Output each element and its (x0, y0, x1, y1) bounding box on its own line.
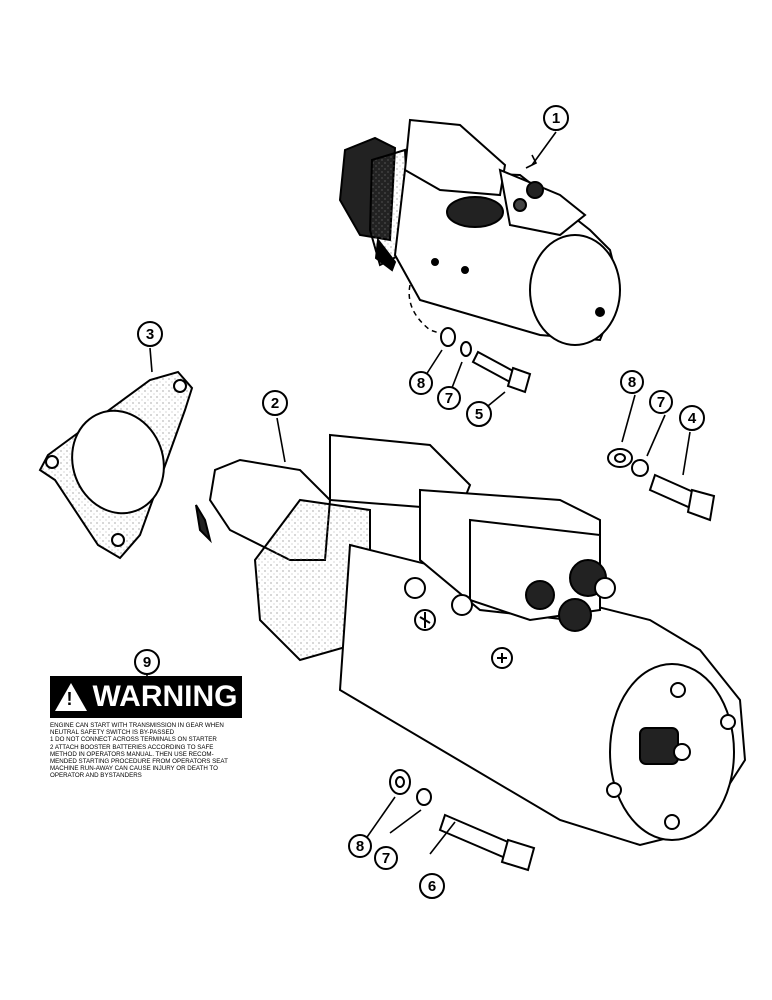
callout-8-top: 8 (409, 371, 433, 395)
warning-banner: ! WARNING (50, 676, 242, 718)
gasket (38, 370, 194, 560)
callout-4: 4 (679, 405, 705, 431)
warning-line: 1 DO NOT CONNECT ACROSS TERMINALS ON STA… (50, 736, 217, 744)
warning-line: ENGINE CAN START WITH TRANSMISSION IN GE… (50, 722, 224, 729)
lockwasher-7-bottom (416, 788, 432, 806)
callout-2-label: 2 (271, 395, 279, 412)
callout-5: 5 (466, 401, 492, 427)
warning-line: MACHINE RUN-AWAY CAN CAUSE INJURY OR DEA… (50, 765, 218, 773)
lockwasher-7-right (631, 459, 649, 477)
callout-8-bottom: 8 (348, 834, 372, 858)
callout-6-label: 6 (428, 878, 436, 895)
hardware-top (440, 327, 532, 394)
callout-5-label: 5 (475, 406, 483, 423)
starter-motor-small (338, 118, 622, 346)
warning-triangle-icon: ! (54, 683, 87, 711)
callout-1: 1 (543, 105, 569, 131)
callout-2: 2 (262, 390, 288, 416)
lockwasher-7-top (460, 341, 472, 357)
warning-line: 2 ATTACH BOOSTER BATTERIES ACCORDING TO … (50, 743, 214, 751)
callout-8-right: 8 (620, 370, 644, 394)
hardware-bottom (389, 769, 536, 872)
callout-7-right: 7 (649, 390, 673, 414)
washer-8-top (440, 327, 456, 347)
callout-4-label: 4 (688, 410, 697, 427)
warning-heading: WARNING (92, 680, 238, 713)
warning-decal: ! WARNING ENGINE CAN START WITH TRANSMIS… (50, 676, 242, 780)
warning-text: ENGINE CAN START WITH TRANSMISSION IN GE… (50, 722, 242, 780)
callout-7-right-label: 7 (657, 394, 665, 411)
bolt-5 (471, 350, 517, 384)
warning-line: METHOD IN OPERATORS MANUAL. THEN USE REC… (50, 750, 214, 758)
callout-7-bottom-label: 7 (382, 850, 390, 867)
callout-6: 6 (419, 873, 445, 899)
hardware-right (607, 448, 716, 522)
warning-line: MENDED STARTING PROCEDURE FROM OPERATORS… (50, 758, 228, 766)
callout-3-label: 3 (146, 326, 154, 343)
callout-8-bottom-label: 8 (356, 838, 364, 855)
callout-7-top: 7 (437, 386, 461, 410)
callout-9-label: 9 (143, 654, 151, 671)
starter-motor-large (195, 433, 747, 847)
callout-1-label: 1 (552, 110, 560, 127)
callout-9: 9 (134, 649, 160, 675)
callout-3: 3 (137, 321, 163, 347)
warning-line: NEUTRAL SAFETY SWITCH IS BY-PASSED (50, 729, 175, 737)
callout-8-right-label: 8 (628, 374, 636, 391)
callout-8-top-label: 8 (417, 375, 425, 392)
callout-7-bottom: 7 (374, 846, 398, 870)
warning-line: OPERATOR AND BYSTANDERS (50, 772, 142, 780)
callout-7-top-label: 7 (445, 390, 453, 407)
